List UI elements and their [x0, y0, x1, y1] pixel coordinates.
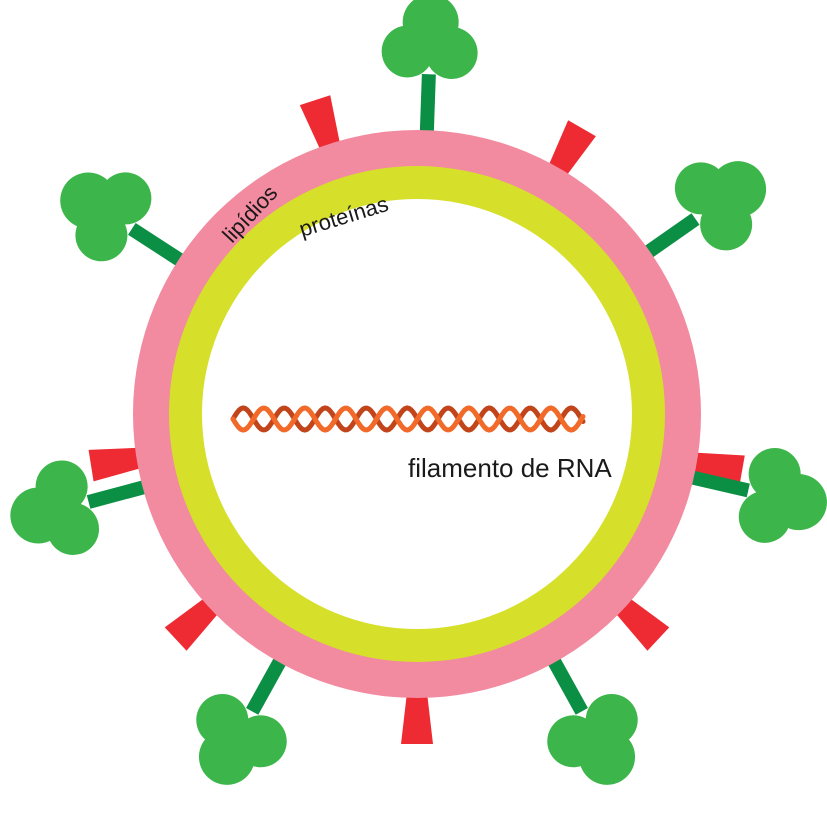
red-spike-icon [401, 684, 433, 744]
clover-glycoprotein-icon [634, 161, 767, 265]
rna-helix-icon [230, 405, 586, 433]
clover-glycoprotein-icon [381, 0, 478, 145]
rna-label: filamento de RNA [408, 453, 612, 483]
red-spike-icon [681, 452, 745, 488]
clover-glycoprotein-icon [10, 460, 159, 555]
red-spike-icon [88, 447, 152, 482]
clover-glycoprotein-icon [678, 447, 827, 543]
clover-glycoprotein-icon [541, 646, 638, 785]
clover-glycoprotein-icon [60, 172, 195, 273]
clover-glycoprotein-icon [196, 646, 293, 785]
